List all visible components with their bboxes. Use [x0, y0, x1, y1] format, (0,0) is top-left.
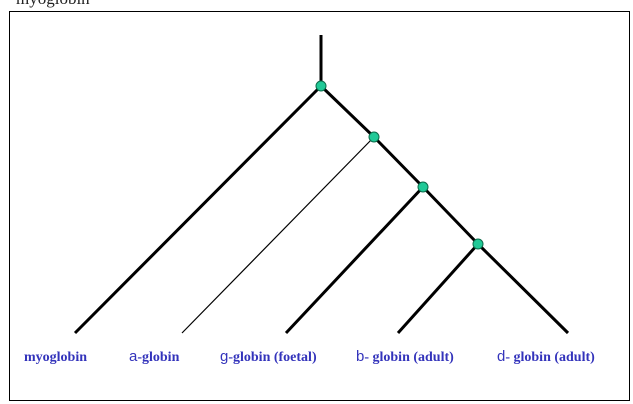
- leaf-label-gamma-globin: g-globin (foetal): [220, 348, 317, 365]
- leaf-labels: myoglobin a-globin g-globin (foetal) b- …: [0, 348, 633, 372]
- leaf-label-myoglobin: myoglobin: [24, 350, 88, 365]
- node-4: [472, 238, 484, 250]
- node-2: [368, 131, 380, 143]
- branch-node2-to-node3: [372, 135, 425, 189]
- top-caption: myoglobin: [16, 0, 90, 9]
- branch-alpha-globin: [181, 136, 375, 334]
- beta-symbol: b: [356, 348, 365, 365]
- branch-myoglobin: [73, 84, 323, 335]
- delta-symbol: d: [497, 348, 506, 365]
- node-root: [315, 80, 327, 92]
- leaf-label-delta-globin: d- globin (adult): [497, 348, 595, 365]
- tree-branches: [73, 35, 570, 335]
- node-3: [417, 181, 429, 193]
- leaf-label-beta-globin: b- globin (adult): [356, 348, 454, 365]
- tree-nodes: [315, 80, 484, 250]
- branch-root-to-node2: [319, 84, 376, 139]
- alpha-symbol: a: [129, 348, 138, 365]
- branch-gamma-globin: [284, 185, 425, 335]
- gamma-symbol: g: [220, 348, 229, 365]
- branch-delta-globin: [476, 242, 570, 335]
- branch-node3-to-node4: [421, 185, 480, 246]
- leaf-label-alpha-globin: a-globin: [129, 348, 180, 365]
- branch-beta-globin: [396, 242, 480, 335]
